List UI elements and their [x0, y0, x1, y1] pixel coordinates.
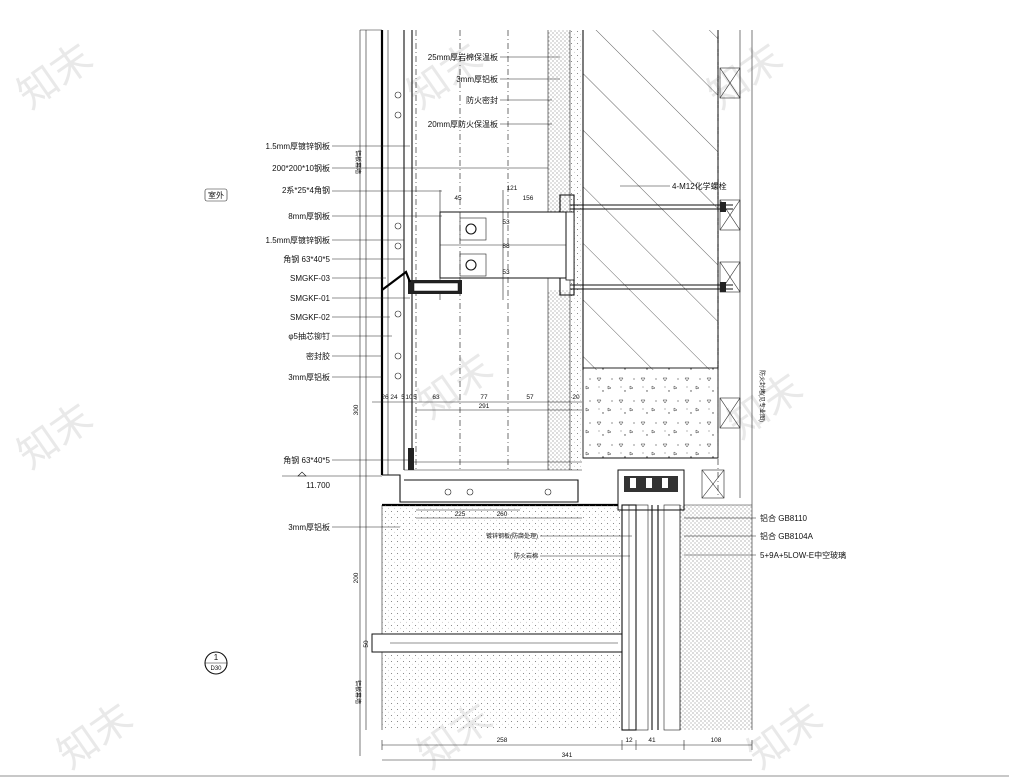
bottom-labels: 镀锌钢板(防腐处理) 防火岩棉 — [486, 532, 538, 560]
top-labels: 25mm厚岩棉保温板 3mm厚铝板 防火密封 20mm厚防火保温板 4-M12化… — [428, 52, 727, 191]
top-label: 3mm厚铝板 — [456, 74, 498, 84]
dim: 12 — [625, 737, 633, 744]
dim: 200 — [353, 572, 360, 583]
anchor-label: 4-M12化学螺栓 — [672, 181, 727, 191]
top-label: 20mm厚防火保温板 — [428, 119, 498, 129]
dim: 300 — [353, 404, 360, 415]
dim: 88 — [502, 243, 510, 250]
dim: 121 — [507, 185, 518, 192]
left-label: φ5抽芯铆钉 — [288, 331, 330, 341]
svg-text:知末: 知末 — [719, 365, 810, 448]
right-label: 5+9A+5LOW-E中空玻璃 — [760, 550, 846, 560]
dim: 260 — [497, 511, 508, 518]
dim: 45 — [454, 195, 462, 202]
dim: 5 — [401, 394, 405, 401]
left-label: SMGKF-02 — [290, 313, 331, 322]
dim: 20 — [572, 394, 580, 401]
section-sheet: D30 — [210, 666, 222, 672]
dim: 26 — [381, 394, 389, 401]
left-label: SMGKF-01 — [290, 294, 331, 303]
left-label: 密封胶 — [306, 351, 330, 361]
left-label: 角钢 63*40*5 — [283, 254, 330, 264]
section-marker: 1 D30 — [204, 651, 228, 675]
dim: 24 — [390, 394, 398, 401]
svg-text:知末: 知末 — [9, 35, 100, 118]
top-label: 25mm厚岩棉保温板 — [428, 52, 498, 62]
dim: 5 — [413, 394, 417, 401]
right-label: 铝合 GB8104A — [760, 531, 814, 541]
top-label: 防火密封 — [466, 95, 498, 105]
dim: 63 — [432, 394, 440, 401]
dim: 41 — [648, 737, 656, 744]
insulation-layer — [547, 30, 583, 470]
vertical-label-left-upper: 铝板幕墙 — [354, 150, 362, 174]
aluminum-panel-facade — [359, 29, 582, 756]
dimension-lines — [0, 30, 1009, 777]
anchor-bolts — [559, 194, 733, 296]
left-label: 3mm厚铝板 — [288, 372, 330, 382]
dim: 53 — [502, 269, 510, 276]
dim: 225 — [455, 511, 466, 518]
svg-text:知末: 知末 — [409, 345, 500, 428]
dim: 291 — [479, 403, 490, 410]
svg-text:知末: 知末 — [49, 695, 140, 778]
left-label: 8mm厚钢板 — [288, 211, 330, 221]
vertical-label-right: 防火封堵(见专业图) — [758, 370, 766, 422]
dim: 258 — [497, 737, 508, 744]
left-label: 2系*25*4角钢 — [282, 185, 330, 195]
right-label: 铝合 GB8110 — [760, 513, 808, 523]
concrete-wall — [582, 30, 719, 459]
left-label: 1.5mm厚镀锌钢板 — [266, 235, 330, 245]
left-label: 1.5mm厚镀锌钢板 — [266, 141, 330, 151]
steel-bracket — [439, 190, 567, 300]
elevation-mark — [282, 471, 382, 477]
dim: 108 — [711, 737, 722, 744]
left-label: 3mm厚铝板 — [288, 522, 330, 532]
right-labels: 铝合 GB8110 铝合 GB8104A 5+9A+5LOW-E中空玻璃 — [760, 513, 846, 560]
bottom-label: 防火岩棉 — [514, 552, 538, 560]
svg-text:知末: 知末 — [9, 395, 100, 478]
left-label: 角钢 63*40*5 — [283, 455, 330, 465]
exterior-label: 室外 — [208, 190, 224, 200]
window-head — [371, 474, 623, 730]
dim: 156 — [523, 195, 534, 202]
dim: 10 — [405, 394, 413, 401]
left-label: 200*200*10钢板 — [272, 163, 330, 173]
dim: 53 — [502, 219, 510, 226]
window-frame — [617, 469, 752, 731]
dim: 50 — [363, 640, 370, 648]
dim: 57 — [526, 394, 534, 401]
bottom-label: 镀锌钢板(防腐处理) — [486, 532, 538, 540]
left-label: SMGKF-03 — [290, 274, 331, 283]
svg-text:知末: 知末 — [739, 695, 830, 778]
dim: 341 — [562, 752, 573, 759]
section-number: 1 — [214, 653, 219, 662]
dimension-texts: 45 121 156 53 88 53 26 24 5 10 5 63 77 5… — [353, 185, 722, 759]
left-labels: 1.5mm厚镀锌钢板 200*200*10钢板 2系*25*4角钢 8mm厚钢板… — [266, 141, 331, 532]
leader-lines — [332, 56, 756, 557]
vertical-label-left-lower: 铝板幕墙 — [354, 680, 362, 704]
dim: 77 — [480, 394, 488, 401]
elevation-value: 11.700 — [306, 481, 330, 490]
vertical-labels: 铝板幕墙 铝板幕墙 防火封堵(见专业图) — [354, 150, 766, 704]
exterior-marker: 室外 — [204, 188, 228, 202]
